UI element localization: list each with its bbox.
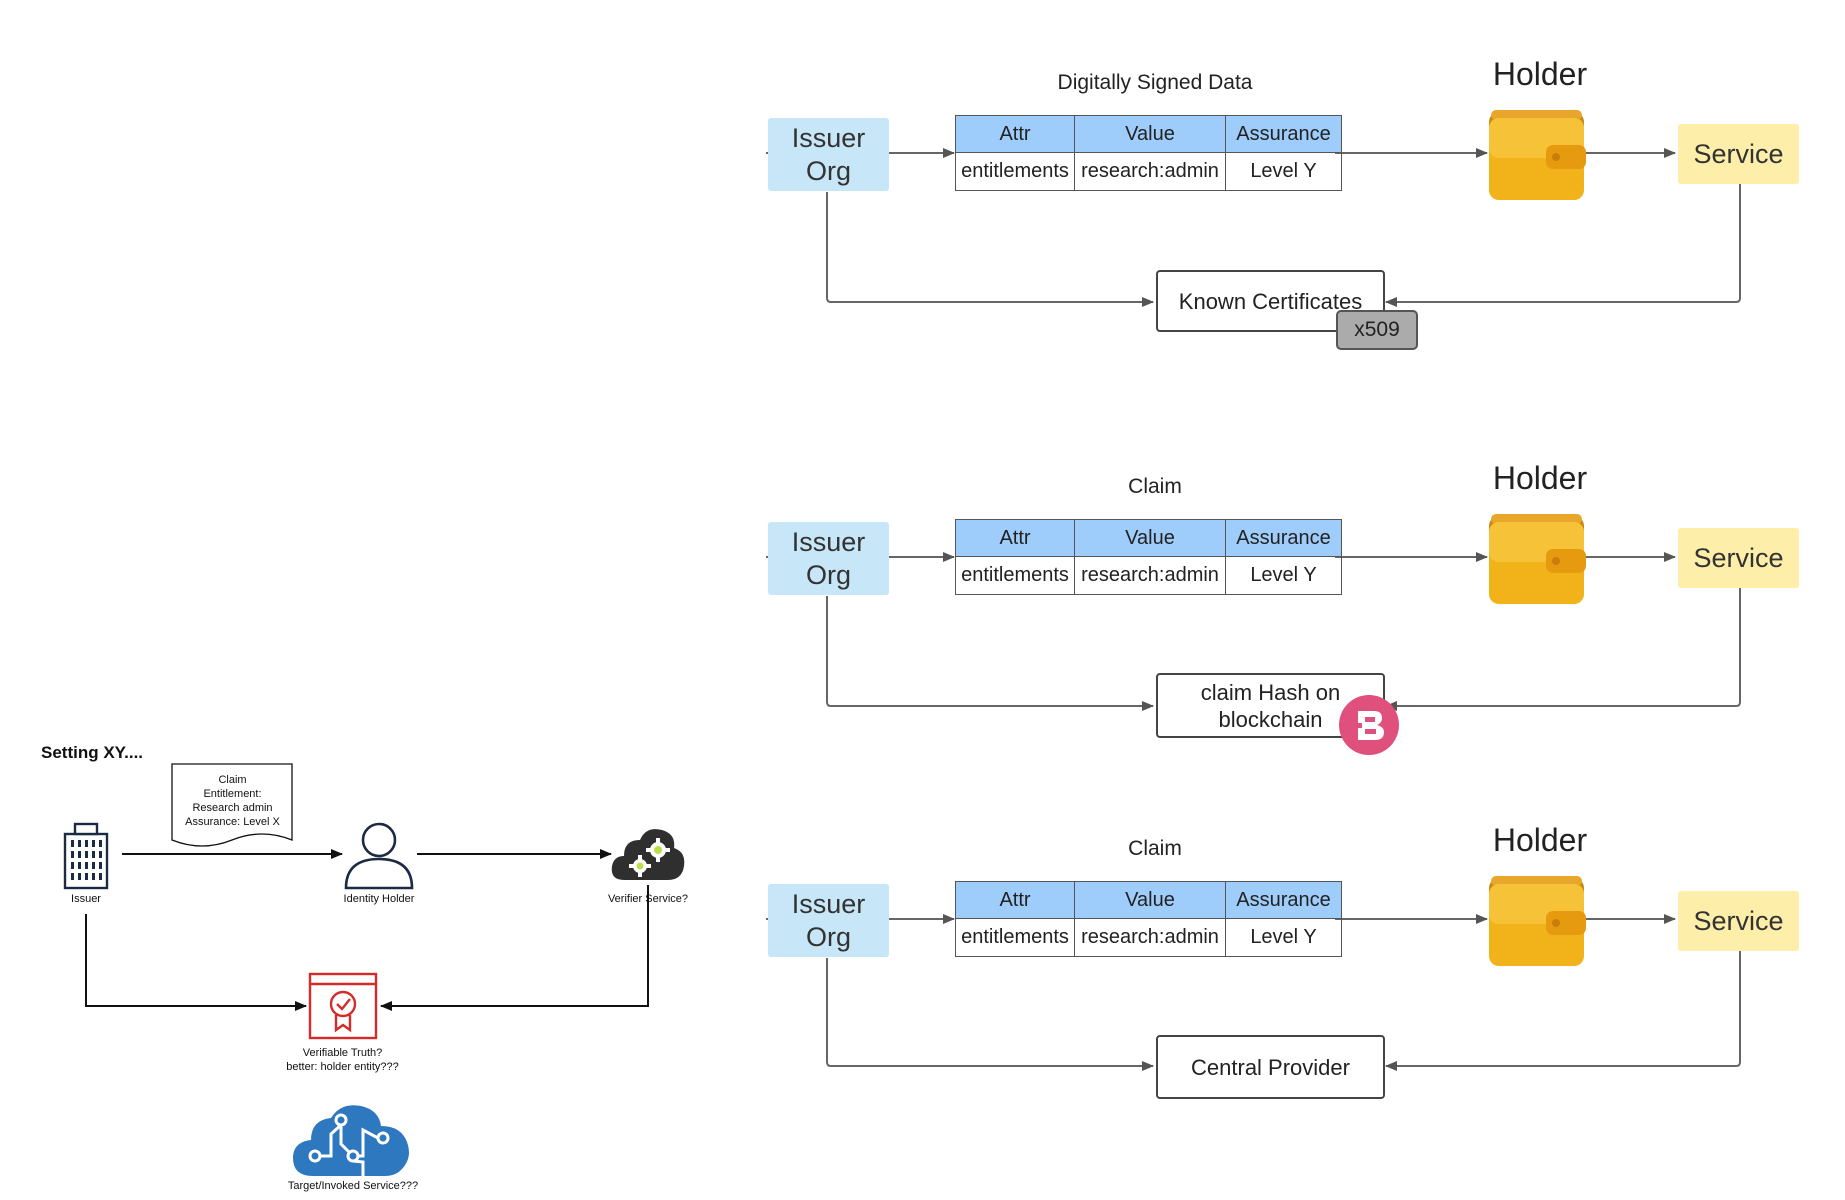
holder-title: Holder: [1492, 460, 1588, 496]
issuer-org-line-1: Issuer: [791, 122, 866, 153]
issuer-label: Issuer: [71, 893, 101, 905]
claim-table: Attr Value Assurance entitlements resear…: [955, 881, 1342, 957]
flow-2-title: Claim: [1128, 475, 1182, 498]
verifier-service-label: Verifier Service?: [607, 893, 689, 905]
issuer-org-line-1: Issuer: [791, 526, 866, 557]
document-icon: [171, 763, 293, 847]
truth-line-1: Verifiable Truth?: [302, 1047, 383, 1059]
col-header-assurance: Assurance: [1225, 881, 1342, 919]
claim-doc-line-3: Research admin: [192, 802, 273, 814]
arrow-service-to-verify: [1385, 951, 1741, 1071]
cell-attr: entitlements: [955, 918, 1075, 957]
x509-badge: x509: [1336, 310, 1418, 350]
arrow-issuer-to-verify: [826, 596, 1154, 711]
service-node: Service: [1678, 528, 1799, 588]
col-header-assurance: Assurance: [1225, 115, 1342, 153]
issuer-org-line-1: Issuer: [791, 888, 866, 919]
setting-title: Setting XY....: [41, 743, 144, 762]
claim-doc-line-4: Assurance: Level X: [185, 816, 280, 828]
cell-assurance: Level Y: [1225, 152, 1342, 191]
gear-cloud-icon: [611, 829, 685, 880]
verify-box-line-2: blockchain: [1218, 706, 1323, 732]
claim-document-text: Claim Entitlement: Research admin Assura…: [170, 773, 295, 829]
col-header-attr: Attr: [955, 519, 1075, 557]
wallet-icon: [1489, 110, 1586, 200]
arrow-service-to-verify: [1385, 588, 1741, 711]
holder-title: Holder: [1492, 56, 1588, 92]
col-header-value: Value: [1074, 881, 1226, 919]
service-node: Service: [1678, 124, 1799, 184]
wallet-icon: [1489, 876, 1586, 966]
claim-table: Attr Value Assurance entitlements resear…: [955, 519, 1342, 595]
flow-1-title: Digitally Signed Data: [1057, 71, 1253, 94]
target-service-label: Target/Invoked Service???: [287, 1180, 419, 1192]
person-icon: [344, 822, 414, 890]
verify-box-line-1: claim Hash on: [1200, 679, 1341, 705]
col-header-attr: Attr: [955, 881, 1075, 919]
issuer-org-line-2: Org: [805, 559, 851, 590]
col-header-value: Value: [1074, 519, 1226, 557]
arrow-service-to-verify: [1385, 184, 1741, 307]
cell-attr: entitlements: [955, 556, 1075, 595]
cell-assurance: Level Y: [1225, 556, 1342, 595]
col-header-assurance: Assurance: [1225, 519, 1342, 557]
flow-3-title: Claim: [1128, 837, 1182, 860]
central-provider-box: Central Provider: [1156, 1035, 1385, 1099]
wallet-icon: [1489, 514, 1586, 604]
verify-box-label: Known Certificates: [1178, 288, 1363, 314]
cell-attr: entitlements: [955, 152, 1075, 191]
cell-assurance: Level Y: [1225, 918, 1342, 957]
certificate-icon: [308, 972, 378, 1040]
truth-line-2: better: holder entity???: [286, 1061, 399, 1073]
claim-doc-line-2: Entitlement:: [203, 788, 262, 800]
col-header-attr: Attr: [955, 115, 1075, 153]
identity-holder-label: Identity Holder: [343, 893, 415, 905]
cell-value: research:admin: [1074, 918, 1226, 957]
brain-cloud-icon: [293, 1105, 409, 1176]
col-header-value: Value: [1074, 115, 1226, 153]
arrow-verifier-to-truth: [380, 885, 649, 1011]
building-icon: [63, 822, 109, 890]
service-node: Service: [1678, 891, 1799, 951]
cell-value: research:admin: [1074, 152, 1226, 191]
arrow-issuer-to-verify: [826, 192, 1154, 307]
flow-1-connectors: [766, 148, 1741, 307]
claim-doc-line-1: Claim: [218, 774, 247, 786]
holder-title: Holder: [1492, 822, 1588, 858]
issuer-org-line-2: Org: [805, 921, 851, 952]
verifiable-truth-label: Verifiable Truth? better: holder entity?…: [250, 1046, 435, 1074]
left-connectors: [85, 849, 649, 1011]
issuer-org-line-2: Org: [805, 155, 851, 186]
arrow-issuer-to-verify: [826, 958, 1154, 1071]
signed-data-table: Attr Value Assurance entitlements resear…: [955, 115, 1342, 191]
blockchain-b-icon: [1339, 695, 1399, 755]
verify-box-label: Central Provider: [1191, 1054, 1350, 1080]
arrow-issuer-to-truth: [85, 914, 307, 1011]
cell-value: research:admin: [1074, 556, 1226, 595]
